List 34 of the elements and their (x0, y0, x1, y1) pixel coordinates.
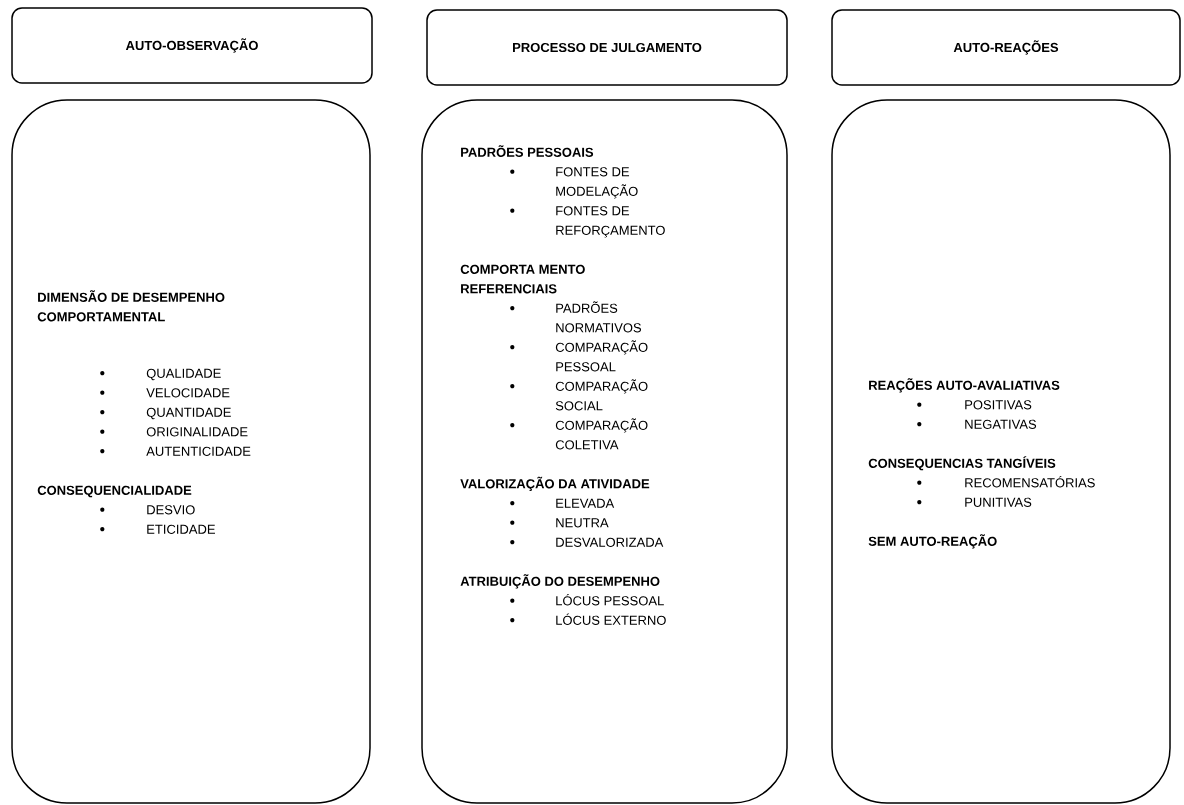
list-item: COMPARAÇÃO PESSOAL (510, 340, 648, 372)
list-item: ELEVADA (510, 498, 615, 508)
list-item: VELOCIDADE (100, 388, 230, 398)
list-item: COMPARAÇÃO COLETIVA (510, 418, 648, 450)
list-item: FONTES DE MODELAÇÃO (510, 167, 638, 199)
title-box: AUTO-REAÇÕES (831, 9, 1181, 86)
list-item: DESVIO (100, 505, 195, 515)
list-item: POSITIVAS (917, 400, 1032, 410)
list-item: AUTENTICIDADE (100, 446, 251, 456)
list-item: DESVALORIZADA (510, 537, 664, 547)
heading: CONSEQUENCIAS TANGÍVEIS (868, 456, 1056, 471)
list-item: PADRÕES NORMATIVOS (510, 301, 642, 333)
list-item: PUNITIVAS (917, 497, 1032, 507)
heading: PADRÕES PESSOAIS (461, 145, 594, 157)
heading: ATRIBUIÇÃO DO DESEMPENHO (460, 574, 660, 589)
heading: DIMENSÃO DE DESEMPENHO COMPORTAMENTAL (37, 290, 225, 322)
list-item: COMPARAÇÃO SOCIAL (510, 379, 648, 411)
list-item: ETICIDADE (100, 524, 215, 534)
heading: SEM AUTO-REAÇÃO (868, 534, 997, 549)
list-item: RECOMENSATÓRIAS (917, 476, 1095, 488)
title-box: AUTO-OBSERVAÇÃO (11, 7, 373, 84)
list-item: QUANTIDADE (100, 407, 231, 420)
heading: REAÇÕES AUTO-AVALIATIVAS (869, 378, 1060, 393)
list-item: LÓCUS EXTERNO (510, 613, 666, 625)
list-item: FONTES DE REFORÇAMENTO (510, 206, 665, 238)
list-item: NEUTRA (510, 518, 609, 528)
list-item: ORIGINALIDADE (100, 427, 248, 437)
list-item: QUALIDADE (100, 368, 221, 381)
heading: VALORIZAÇÃO DA ATIVIDADE (460, 476, 650, 491)
list-item: NEGATIVAS (917, 419, 1037, 429)
heading: CONSEQUENCIALIDADE (37, 485, 192, 498)
heading: COMPORTA MENTO REFERENCIAIS (460, 264, 585, 294)
title-box: PROCESSO DE JULGAMENTO (426, 9, 788, 86)
list-item: LÓCUS PESSOAL (510, 594, 664, 606)
